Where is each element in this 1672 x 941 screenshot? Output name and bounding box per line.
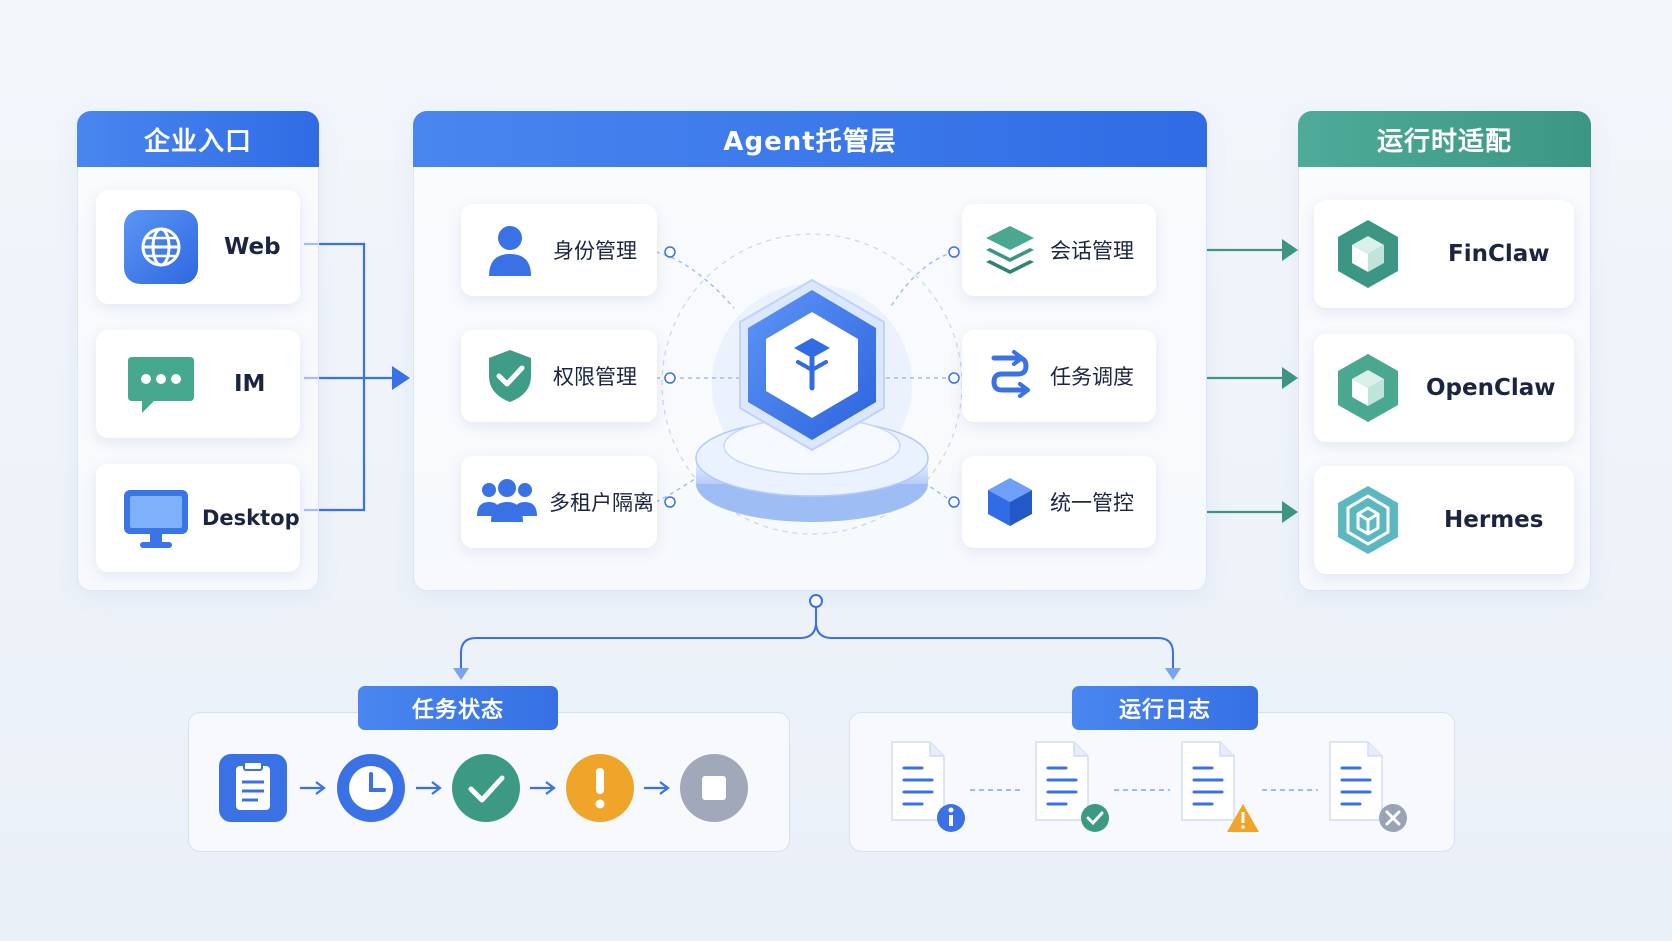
module-permission[interactable]: 权限管理 [461,330,657,422]
check-circle-icon [452,754,520,822]
users-group-icon [477,476,537,528]
runtime-item-finclaw[interactable]: FinClaw [1314,200,1574,308]
shield-check-icon [485,348,535,404]
monitor-icon [120,482,192,554]
module-control[interactable]: 统一管控 [962,456,1156,548]
cube-icon [984,474,1036,530]
runtime-panel: 运行时适配 FinClaw OpenClaw Hermes [1298,111,1591,591]
doc-warning-icon [1180,740,1259,832]
entry-item-desktop[interactable]: Desktop [96,464,300,572]
globe-icon [124,210,198,284]
hex-cube-icon [1334,352,1402,424]
runtime-item-label: OpenClaw [1426,375,1556,401]
entry-item-label: Desktop [202,506,300,530]
doc-error-icon [1328,740,1407,832]
module-label: 权限管理 [553,365,637,389]
stop-icon [680,754,748,822]
task-status-title: 任务状态 [358,686,558,730]
entry-item-label: Web [224,234,281,260]
entry-item-im[interactable]: IM [96,330,300,438]
chat-bubble-icon [124,347,198,421]
agent-hub-icon [695,278,929,522]
clipboard-icon [219,754,287,822]
runtime-item-label: FinClaw [1448,241,1550,267]
module-session[interactable]: 会话管理 [962,204,1156,296]
runtime-item-openclaw[interactable]: OpenClaw [1314,334,1574,442]
runtime-panel-title: 运行时适配 [1298,111,1591,167]
entry-panel: 企业入口 Web IM Desktop [77,111,319,591]
entry-item-label: IM [234,371,266,397]
module-label: 会话管理 [1050,239,1134,263]
route-arrows-icon [984,348,1036,404]
layers-icon [984,222,1036,278]
hex-cube-outline-icon [1334,484,1402,556]
module-label: 多租户隔离 [549,491,654,515]
runtime-item-label: Hermes [1444,507,1544,533]
clock-icon [337,754,405,822]
warning-circle-icon [566,754,634,822]
entry-item-web[interactable]: Web [96,190,300,304]
module-multitenant[interactable]: 多租户隔离 [461,456,657,548]
module-label: 统一管控 [1050,491,1134,515]
module-label: 任务调度 [1050,365,1134,389]
module-identity[interactable]: 身份管理 [461,204,657,296]
run-log-title: 运行日志 [1072,686,1258,730]
hex-cube-icon [1334,218,1402,290]
doc-success-icon [1034,740,1109,832]
runtime-item-hermes[interactable]: Hermes [1314,466,1574,574]
module-scheduling[interactable]: 任务调度 [962,330,1156,422]
module-label: 身份管理 [553,239,637,263]
agent-panel: Agent托管层 [413,111,1207,591]
entry-panel-title: 企业入口 [77,111,319,167]
user-icon [485,222,535,278]
doc-info-icon [890,740,965,832]
agent-panel-title: Agent托管层 [413,111,1207,167]
